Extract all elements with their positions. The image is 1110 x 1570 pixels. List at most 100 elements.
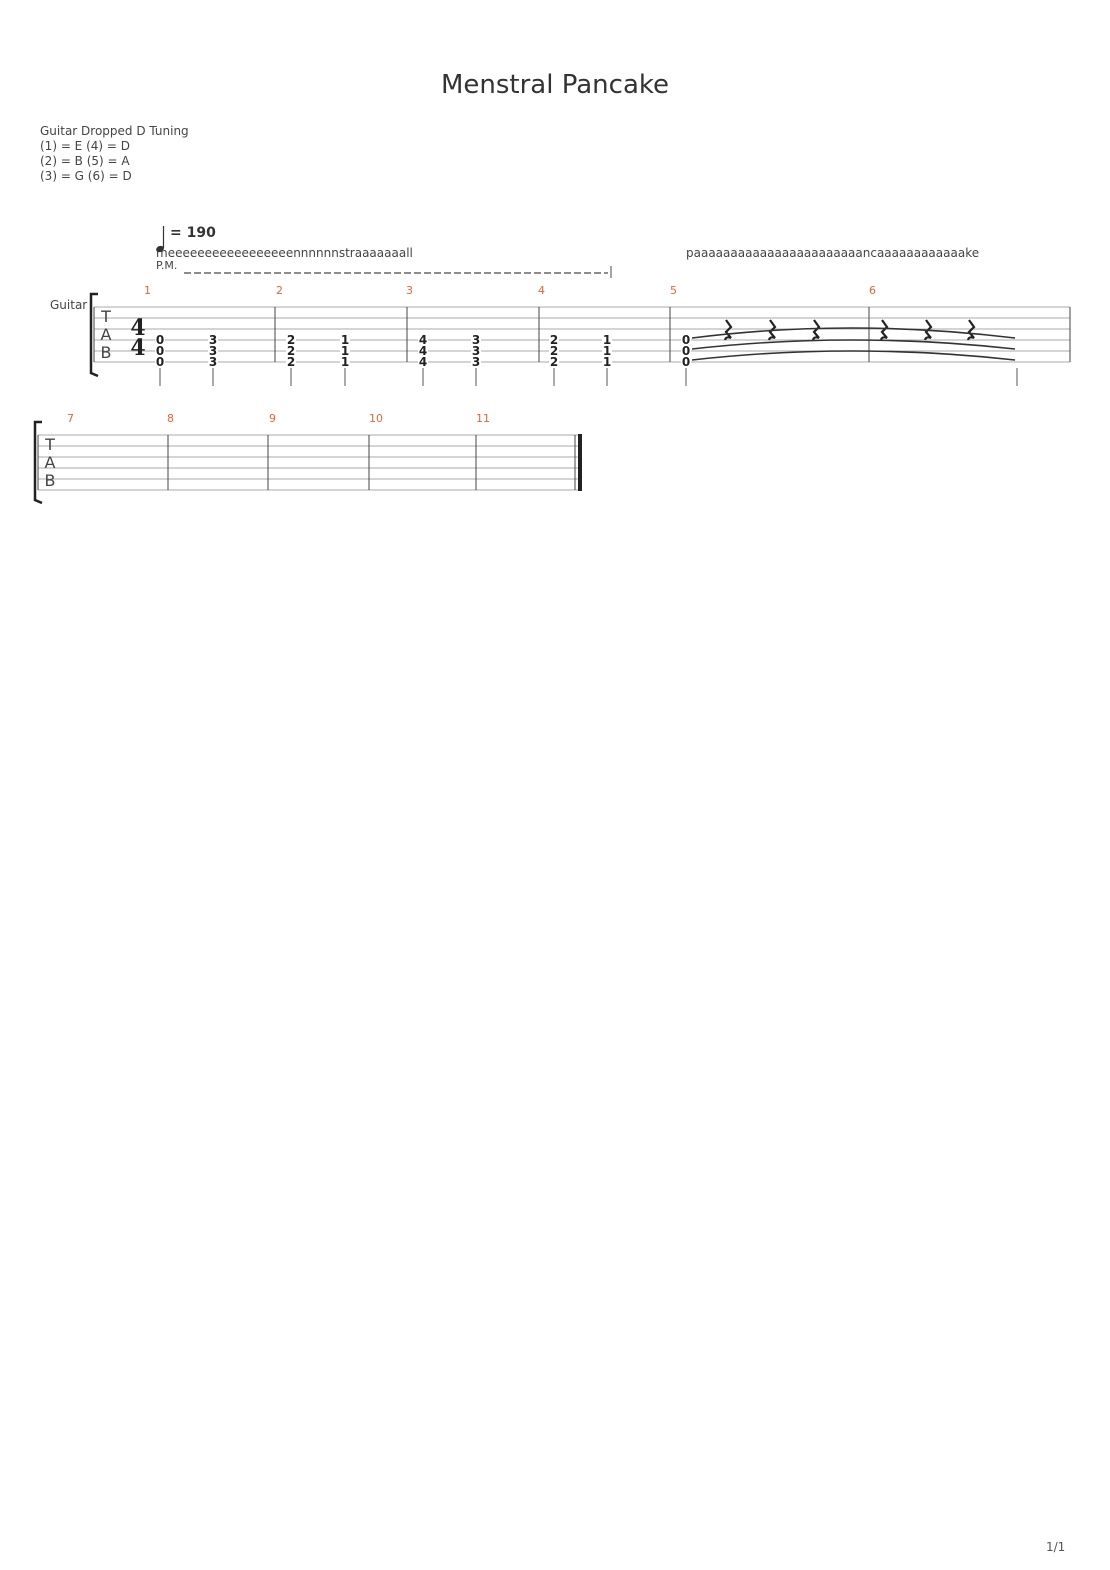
fret-number: 1 — [341, 355, 349, 369]
quarter-rest-icon — [811, 319, 821, 341]
fret-number: 2 — [550, 333, 558, 347]
quarter-rest-icon — [879, 319, 889, 341]
system-bracket — [89, 292, 99, 378]
fret-number: 0 — [156, 344, 164, 358]
fret-background — [155, 335, 165, 345]
fret-number: 0 — [682, 344, 690, 358]
tuning-line: (3) = G (6) = D — [40, 169, 132, 183]
fret-background — [340, 335, 350, 345]
tab-letter-b: B — [45, 471, 56, 490]
fret-background — [471, 335, 481, 345]
time-signature-bottom: 4 — [130, 335, 145, 361]
time-signature-top: 4 — [130, 315, 145, 341]
final-barline — [578, 434, 582, 491]
fret-background — [208, 346, 218, 356]
tuning-info: Guitar Dropped D Tuning (1) = E (4) = D … — [40, 124, 189, 184]
chord: 111 — [602, 333, 612, 369]
chord: 222 — [549, 333, 559, 369]
measure-number: 9 — [269, 412, 276, 425]
quarter-note-icon — [156, 226, 165, 253]
chord: 111 — [340, 333, 350, 369]
fret-number: 3 — [209, 355, 217, 369]
staff-lines — [38, 434, 580, 491]
fret-number: 2 — [550, 355, 558, 369]
fret-number: 2 — [550, 344, 558, 358]
quarter-rest-icon — [723, 319, 733, 341]
fret-number: 0 — [682, 355, 690, 369]
tab-letter-a: A — [45, 453, 56, 472]
fret-background — [340, 346, 350, 356]
chord: 222 — [286, 333, 296, 369]
fret-number: 3 — [472, 344, 480, 358]
lyric-2: paaaaaaaaaaaaaaaaaaaaaaancaaaaaaaaaaaake — [686, 246, 980, 260]
fret-number: 1 — [603, 355, 611, 369]
measure-number: 1 — [144, 284, 151, 297]
chord: 000 — [681, 333, 691, 369]
fret-background — [418, 346, 428, 356]
chord: 000 — [155, 333, 165, 369]
fret-number: 4 — [419, 333, 427, 347]
fret-number: 0 — [682, 333, 690, 347]
fret-number: 0 — [156, 333, 164, 347]
fret-number: 3 — [472, 333, 480, 347]
tab-letter-b: B — [101, 343, 112, 362]
measure-number: 11 — [476, 412, 490, 425]
chord: 444 — [418, 333, 428, 369]
fret-number: 1 — [603, 333, 611, 347]
measure-number: 5 — [670, 284, 677, 297]
measure-number: 2 — [276, 284, 283, 297]
tuning-name: Guitar Dropped D Tuning — [40, 124, 189, 138]
fret-background — [602, 357, 612, 367]
fret-number: 3 — [209, 333, 217, 347]
fret-number: 4 — [419, 344, 427, 358]
fret-background — [602, 346, 612, 356]
fret-background — [155, 346, 165, 356]
tab-letter-t: T — [44, 435, 55, 454]
measure-number: 7 — [67, 412, 74, 425]
fret-number: 3 — [209, 344, 217, 358]
measure-number: 3 — [406, 284, 413, 297]
fret-background — [208, 357, 218, 367]
fret-number: 1 — [603, 344, 611, 358]
fret-background — [286, 357, 296, 367]
tempo-marking: = 190 — [170, 225, 216, 241]
rests — [723, 319, 976, 341]
system-bracket — [33, 420, 43, 505]
fret-number: 1 — [341, 344, 349, 358]
tie-curves — [691, 327, 1016, 361]
tuning-line: (1) = E (4) = D — [40, 139, 130, 153]
fret-background — [418, 335, 428, 345]
fret-background — [208, 335, 218, 345]
fret-background — [681, 335, 691, 345]
fret-background — [418, 357, 428, 367]
fret-background — [471, 357, 481, 367]
barlines — [37, 435, 576, 490]
fret-number: 2 — [287, 344, 295, 358]
quarter-rest-icon — [966, 319, 976, 341]
note-stems — [159, 368, 1018, 386]
measure-number: 4 — [538, 284, 545, 297]
fret-background — [286, 335, 296, 345]
barlines — [93, 307, 1071, 362]
palm-mute-label: P.M. — [156, 259, 178, 272]
fret-background — [681, 346, 691, 356]
measure-number: 6 — [869, 284, 876, 297]
tab-letter-t: T — [100, 307, 111, 326]
page-number: 1/1 — [1046, 1540, 1066, 1554]
fret-number: 0 — [156, 355, 164, 369]
fret-background — [340, 357, 350, 367]
score-title: Menstral Pancake — [440, 70, 670, 100]
lyric-1: meeeeeeeeeeeeeeeeennnnnnstraaaaaaall — [156, 246, 413, 260]
tuning-line: (2) = B (5) = A — [40, 154, 130, 168]
fret-background — [549, 335, 559, 345]
fret-number: 2 — [287, 355, 295, 369]
fret-background — [549, 357, 559, 367]
staff-lines — [94, 306, 1070, 363]
fret-background — [549, 346, 559, 356]
fret-background — [155, 357, 165, 367]
quarter-rest-icon — [767, 319, 777, 341]
fret-number: 3 — [472, 355, 480, 369]
tab-letter-a: A — [101, 325, 112, 344]
